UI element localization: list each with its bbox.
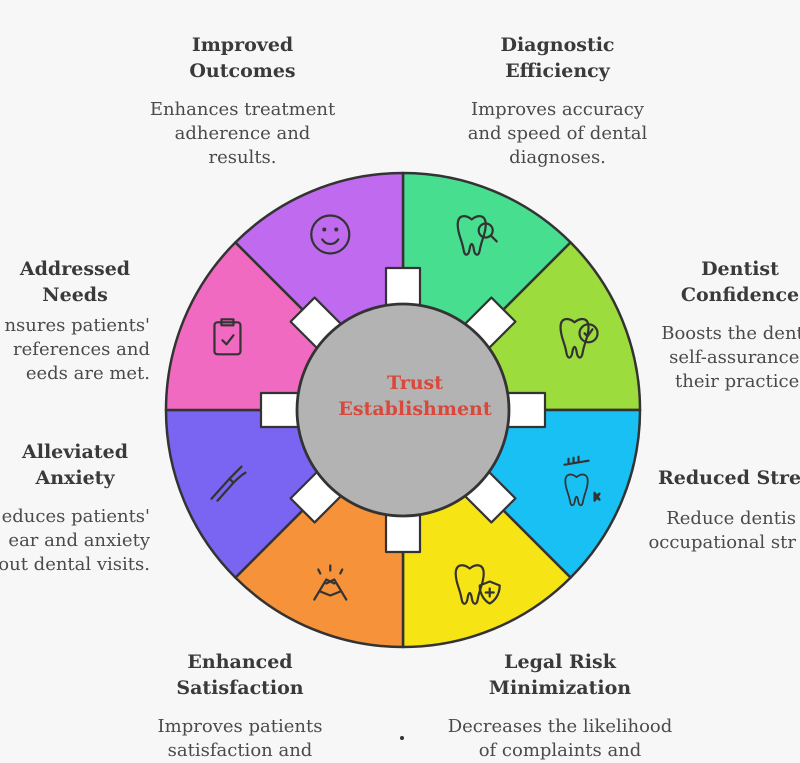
desc-outcomes: Enhances treatment adherence and results… (149, 99, 336, 168)
desc-diagnostic: Improves accuracy and speed of dental di… (467, 99, 648, 168)
block-anxiety: Alleviated Anxiety educes patients' ear … (0, 439, 150, 577)
block-legal: Legal Risk Minimization Decreases the li… (430, 649, 690, 763)
block-diagnostic: Diagnostic Efficiency Improves accuracy … (450, 32, 665, 170)
desc-confidence: Boosts the dentis self-assurance i their… (661, 323, 800, 392)
dot-marker (400, 736, 404, 740)
title-stress: Reduced Stre (658, 467, 800, 489)
desc-stress: Reduce dentis occupational str (648, 508, 796, 553)
title-diagnostic: Diagnostic Efficiency (500, 34, 615, 82)
block-stress: Reduced Stre Reduce dentis occupational … (648, 465, 800, 555)
handshake-icon (313, 564, 348, 601)
tooth-check-icon (559, 317, 599, 359)
block-needs: Addressed Needs nsures patients' referen… (0, 256, 150, 386)
title-satisfaction: Enhanced Satisfaction (176, 651, 304, 699)
title-legal: Legal Risk Minimization (488, 651, 632, 699)
title-confidence: Dentist Confidence (680, 258, 800, 306)
title-outcomes: Improved Outcomes (189, 34, 296, 82)
desc-needs: nsures patients' references and eeds are… (4, 315, 150, 384)
block-confidence: Dentist Confidence Boosts the dentis sel… (640, 256, 800, 394)
tooth-shield-icon (454, 564, 501, 605)
smiley-icon (310, 214, 351, 255)
block-outcomes: Improved Outcomes Enhances treatment adh… (140, 32, 345, 170)
center-label: Trust Establishment (338, 372, 492, 420)
clipboard-check-icon (213, 318, 242, 356)
desc-legal: Decreases the likelihood of complaints a… (447, 716, 673, 761)
toothbrush-tooth-icon (563, 455, 601, 507)
dental-pliers-icon (210, 465, 247, 502)
title-needs: Addressed Needs (19, 258, 131, 306)
desc-anxiety: educes patients' ear and anxiety out den… (0, 506, 150, 575)
title-anxiety: Alleviated Anxiety (22, 441, 128, 489)
block-satisfaction: Enhanced Satisfaction Improves patients … (140, 649, 340, 763)
tooth-magnifier-icon (456, 215, 498, 256)
center-circle (295, 302, 511, 518)
